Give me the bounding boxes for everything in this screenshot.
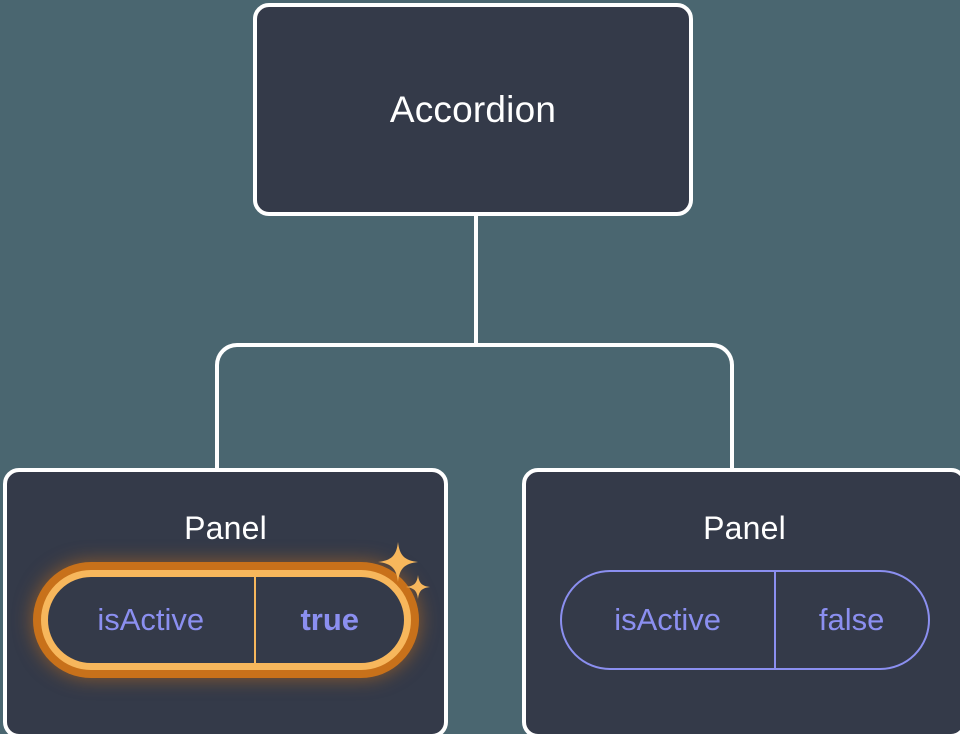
tree-node-panel-active[interactable]: Panel isActive true — [3, 468, 448, 734]
prop-value-active: true — [253, 577, 404, 663]
prop-pill-inactive[interactable]: isActive false — [559, 570, 930, 670]
prop-key-inactive: isActive — [614, 602, 722, 637]
sparkle-small-icon — [406, 575, 430, 599]
prop-value-inactive: false — [773, 572, 928, 668]
prop-key-active: isActive — [97, 602, 205, 637]
prop-pill-wrap-active: isActive true — [7, 542, 444, 670]
connector-root-to-branch — [474, 213, 478, 347]
prop-pill-wrap-inactive: isActive false — [526, 570, 960, 670]
tree-node-accordion[interactable]: Accordion — [253, 3, 693, 216]
node-title-panel-inactive: Panel — [703, 510, 786, 546]
tree-node-panel-inactive[interactable]: Panel isActive false — [522, 468, 960, 734]
node-title-panel-active: Panel — [184, 510, 267, 546]
prop-pill-active[interactable]: isActive true — [40, 570, 411, 670]
node-title-accordion: Accordion — [389, 88, 557, 130]
connector-branch-bar — [215, 343, 734, 472]
